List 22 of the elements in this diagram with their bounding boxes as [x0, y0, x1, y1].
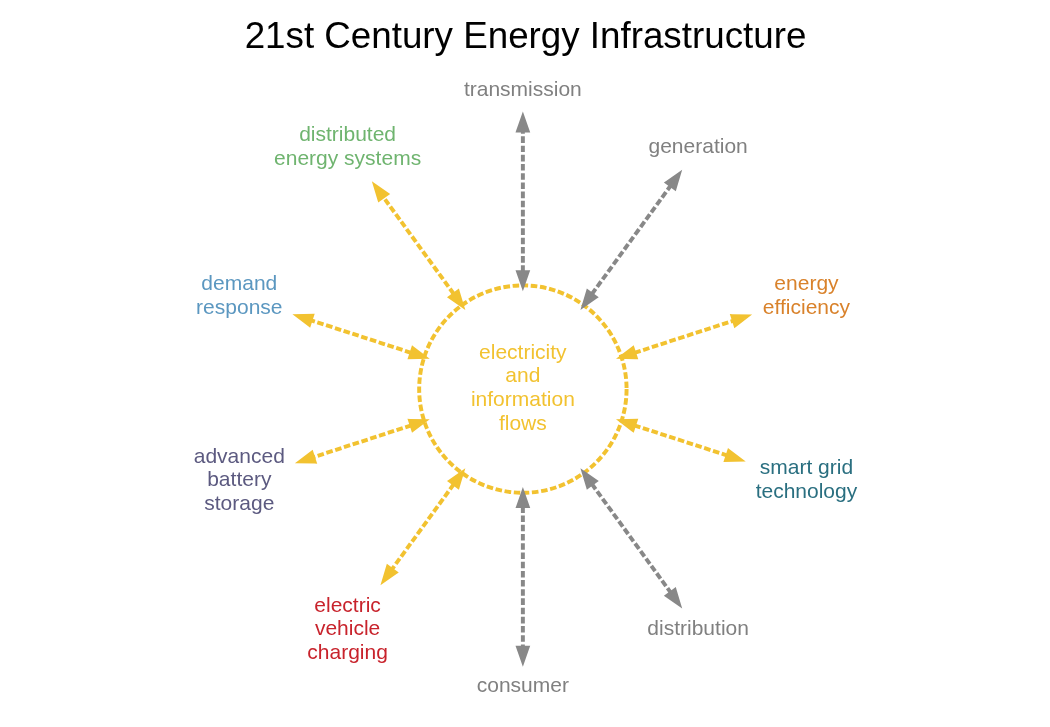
arrow	[371, 181, 465, 310]
node-text: smart grid technology	[755, 455, 857, 503]
arrow	[615, 314, 752, 360]
arrow	[515, 111, 530, 292]
node-text: transmission	[463, 76, 582, 100]
node-text: generation	[648, 133, 748, 157]
node-text: consumer	[476, 673, 569, 697]
node-text: advanced battery storage	[193, 443, 285, 514]
arrow	[579, 468, 682, 609]
arrow	[579, 169, 682, 310]
arrow	[291, 313, 430, 360]
node-text: distribution	[646, 616, 749, 640]
diagram-title: 21st Century Energy Infrastructure	[244, 15, 806, 57]
arrow	[615, 418, 746, 462]
node-text: demand response	[195, 271, 282, 318]
node-text: electric vehicle charging	[306, 592, 388, 663]
arrow	[379, 468, 465, 586]
node-circle: electricity and information flows	[416, 283, 629, 495]
node-text: distributed energy systems	[273, 122, 421, 169]
node-text: energy efficiency	[762, 271, 850, 318]
arrow	[294, 418, 430, 464]
arrow	[515, 487, 530, 667]
